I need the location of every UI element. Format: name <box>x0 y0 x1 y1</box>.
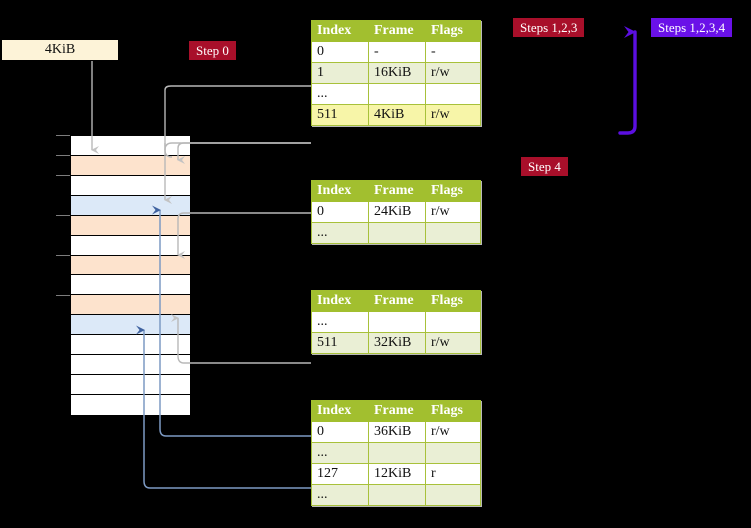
table-cell: 127 <box>311 463 369 485</box>
table-cell: 0 <box>311 201 369 223</box>
table-cell <box>368 484 426 506</box>
table-cell: r/w <box>425 62 481 84</box>
column-header-flags: Flags <box>425 290 481 312</box>
table-cell: 24KiB <box>368 201 426 223</box>
memory-frame-row <box>71 355 190 376</box>
frame-size-label: 4KiB <box>1 39 119 61</box>
table-row: 0-- <box>311 41 481 63</box>
table-row: ... <box>311 311 481 333</box>
memory-frame-row <box>71 175 190 196</box>
table-cell: r/w <box>425 332 481 354</box>
table-cell: 511 <box>311 332 369 354</box>
table-cell: ... <box>311 442 369 464</box>
table-cell: 0 <box>311 41 369 63</box>
table-cell: ... <box>311 222 369 244</box>
column-header-frame: Frame <box>368 20 426 42</box>
table-cell: 511 <box>311 104 369 126</box>
table-cell <box>425 311 481 333</box>
column-header-frame: Frame <box>368 400 426 422</box>
table-cell: ... <box>311 484 369 506</box>
table-row: ... <box>311 442 481 464</box>
column-header-frame: Frame <box>368 290 426 312</box>
table-cell: - <box>368 41 426 63</box>
column-header-index: Index <box>311 20 369 42</box>
badge-step-0: Step 0 <box>189 41 236 60</box>
table-cell: r/w <box>425 104 481 126</box>
table-cell <box>425 442 481 464</box>
memory-frame-row <box>71 155 190 176</box>
badge-step-4: Step 4 <box>521 157 568 176</box>
physical-memory-column <box>70 135 191 416</box>
column-header-frame: Frame <box>368 180 426 202</box>
column-header-flags: Flags <box>425 400 481 422</box>
table-cell: ... <box>311 83 369 105</box>
table-cell <box>368 83 426 105</box>
table-cell <box>425 484 481 506</box>
table-cell <box>425 83 481 105</box>
column-header-index: Index <box>311 180 369 202</box>
memory-frame-row <box>71 295 190 316</box>
table-cell: r <box>425 463 481 485</box>
table-cell: 32KiB <box>368 332 426 354</box>
memory-tick <box>56 255 70 256</box>
table-cell <box>368 311 426 333</box>
memory-frame-row <box>71 394 190 415</box>
memory-tick <box>56 175 70 176</box>
table-row: ... <box>311 83 481 105</box>
table-cell: 0 <box>311 421 369 443</box>
table-row: ... <box>311 484 481 506</box>
column-header-index: Index <box>311 400 369 422</box>
table-cell <box>425 222 481 244</box>
column-header-index: Index <box>311 290 369 312</box>
table-cell: r/w <box>425 421 481 443</box>
memory-tick <box>56 135 70 136</box>
table-cell: 12KiB <box>368 463 426 485</box>
memory-frame-row <box>71 255 190 276</box>
table-cell: 4KiB <box>368 104 426 126</box>
table-cell: 16KiB <box>368 62 426 84</box>
memory-frame-row <box>71 215 190 236</box>
memory-frame-row <box>71 275 190 296</box>
table-cell: ... <box>311 311 369 333</box>
memory-frame-row <box>71 375 190 395</box>
table-cell: - <box>425 41 481 63</box>
table-cell <box>368 442 426 464</box>
memory-frame-row <box>71 335 190 356</box>
badge-steps-1-2-3-4: Steps 1,2,3,4 <box>651 18 733 37</box>
table-cell <box>368 222 426 244</box>
memory-tick <box>56 295 70 296</box>
memory-frame-row <box>71 315 190 336</box>
column-header-flags: Flags <box>425 180 481 202</box>
memory-tick <box>56 155 70 156</box>
column-header-flags: Flags <box>425 20 481 42</box>
table-cell: 36KiB <box>368 421 426 443</box>
memory-tick <box>56 215 70 216</box>
table-row: ... <box>311 222 481 244</box>
memory-frame-row <box>71 195 190 216</box>
table-cell: 1 <box>311 62 369 84</box>
memory-frame-row <box>71 235 190 256</box>
badge-steps-1-2-3: Steps 1,2,3 <box>513 18 585 37</box>
memory-frame-row <box>71 136 190 156</box>
table-cell: r/w <box>425 201 481 223</box>
